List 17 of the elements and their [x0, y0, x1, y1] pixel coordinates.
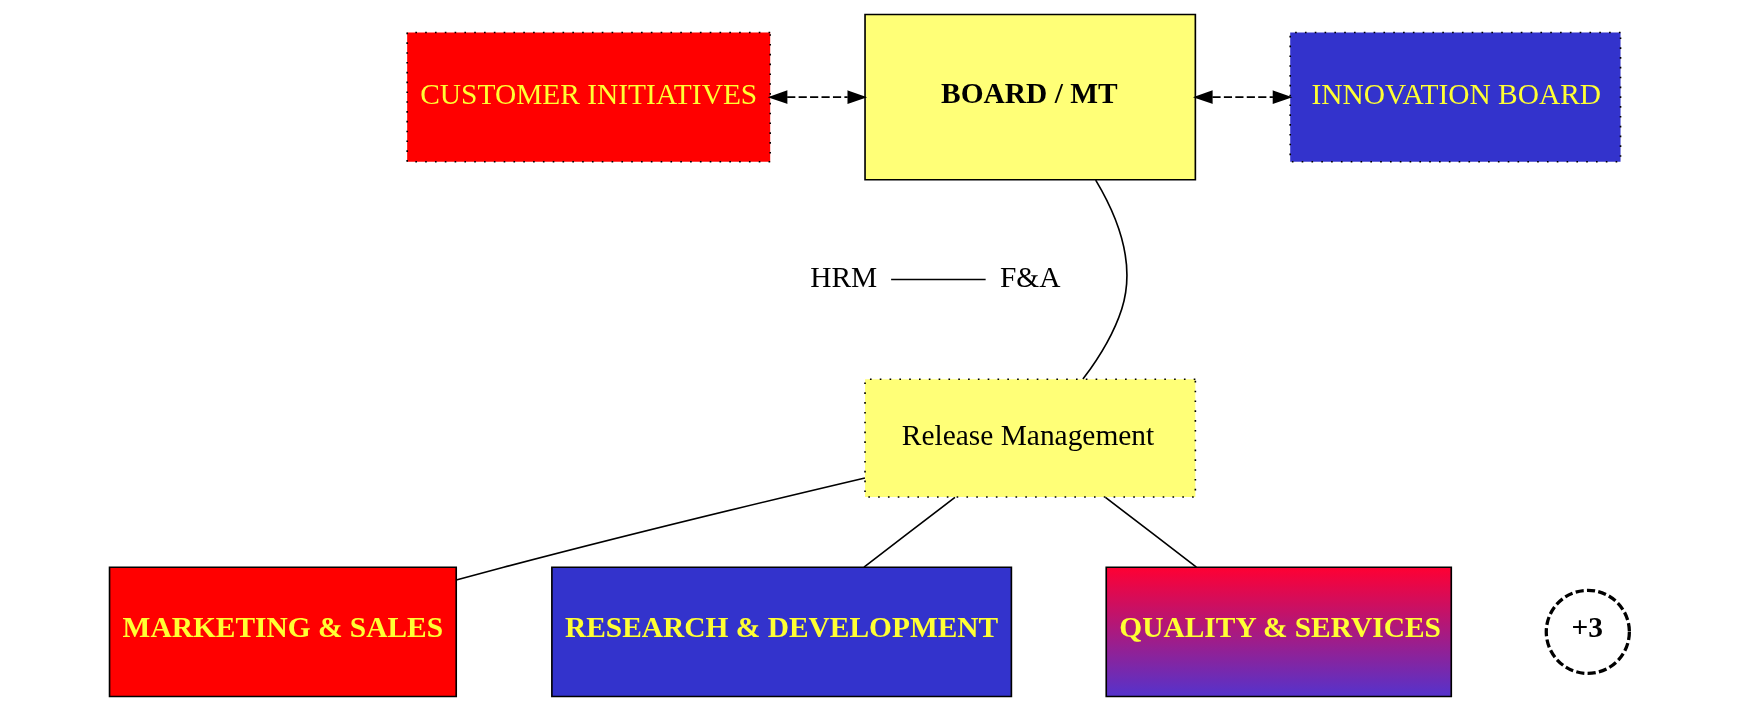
node-text: F&A [999, 260, 1060, 293]
node-box: CUSTOMER INITIATIVES [405, 31, 771, 163]
arrow [767, 90, 867, 104]
node-box: MARKETING & SALES [108, 566, 457, 698]
arrow [1192, 90, 1292, 104]
node-box: BOARD / MT [863, 13, 1196, 181]
connector [862, 496, 956, 568]
node-box: QUALITY & SERVICES [1104, 566, 1452, 698]
node-circle: +3 [1544, 588, 1631, 676]
node-box: Release Management [863, 378, 1196, 498]
node-box: INNOVATION BOARD [1288, 31, 1621, 163]
connector [1104, 496, 1197, 568]
connector [454, 477, 866, 581]
node-text: HRM [809, 260, 877, 293]
node-box: RESEARCH & DEVELOPMENT [550, 566, 1012, 698]
connector [889, 278, 986, 281]
connector [1081, 179, 1128, 380]
